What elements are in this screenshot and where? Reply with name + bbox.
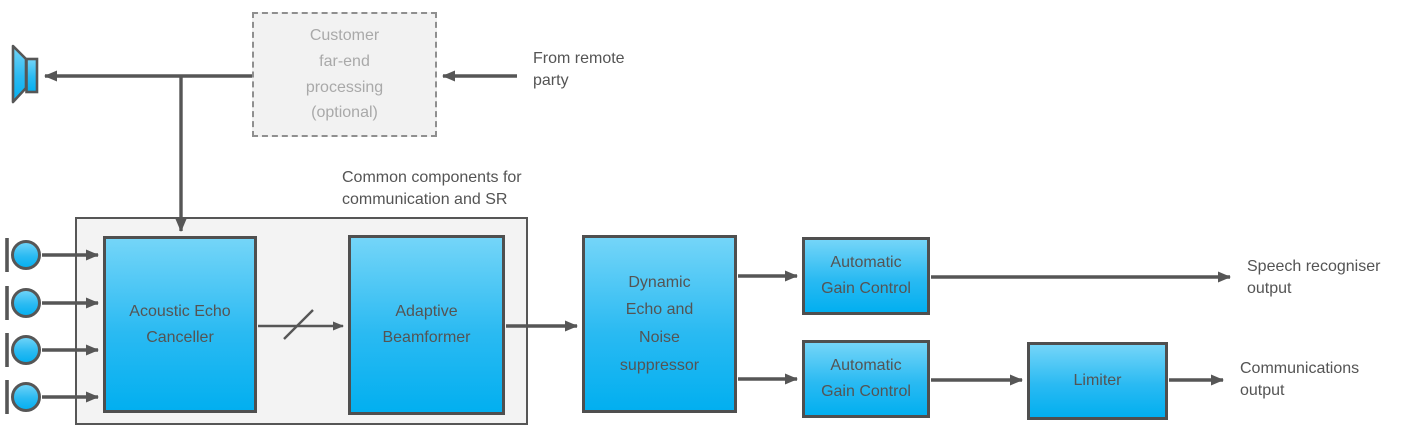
speech-recogniser-output-label: Speech recogniser output bbox=[1247, 258, 1381, 297]
node-label: Dynamic Echo and Noise suppressor bbox=[619, 273, 700, 374]
node-customer-far-end-processing: Customer far-end processing (optional) bbox=[252, 12, 437, 137]
node-dynamic-echo-noise-suppressor: Dynamic Echo and Noise suppressor bbox=[582, 235, 737, 413]
microphone-icon bbox=[5, 380, 41, 414]
microphone-icon bbox=[5, 238, 41, 272]
node-label: Customer far-end processing (optional) bbox=[305, 26, 384, 122]
microphone-icon bbox=[5, 333, 41, 367]
node-label: Automatic Gain Control bbox=[821, 254, 911, 297]
node-automatic-gain-control-comm: Automatic Gain Control bbox=[802, 340, 930, 418]
node-limiter: Limiter bbox=[1027, 342, 1168, 420]
node-automatic-gain-control-speech: Automatic Gain Control bbox=[802, 237, 930, 315]
node-label: Acoustic Echo Canceller bbox=[129, 302, 231, 346]
node-label: Automatic Gain Control bbox=[821, 357, 911, 400]
node-label: Adaptive Beamformer bbox=[382, 303, 471, 346]
node-label: Limiter bbox=[1073, 372, 1122, 390]
node-acoustic-echo-canceller: Acoustic Echo Canceller bbox=[103, 236, 257, 413]
communications-output-label: Communications output bbox=[1240, 360, 1360, 399]
node-adaptive-beamformer: Adaptive Beamformer bbox=[348, 235, 505, 415]
common-components-label: Common components for communication and … bbox=[342, 169, 522, 208]
from-remote-party-label: From remote party bbox=[533, 50, 625, 89]
microphone-icon bbox=[5, 286, 41, 320]
speaker-icon bbox=[11, 44, 39, 104]
